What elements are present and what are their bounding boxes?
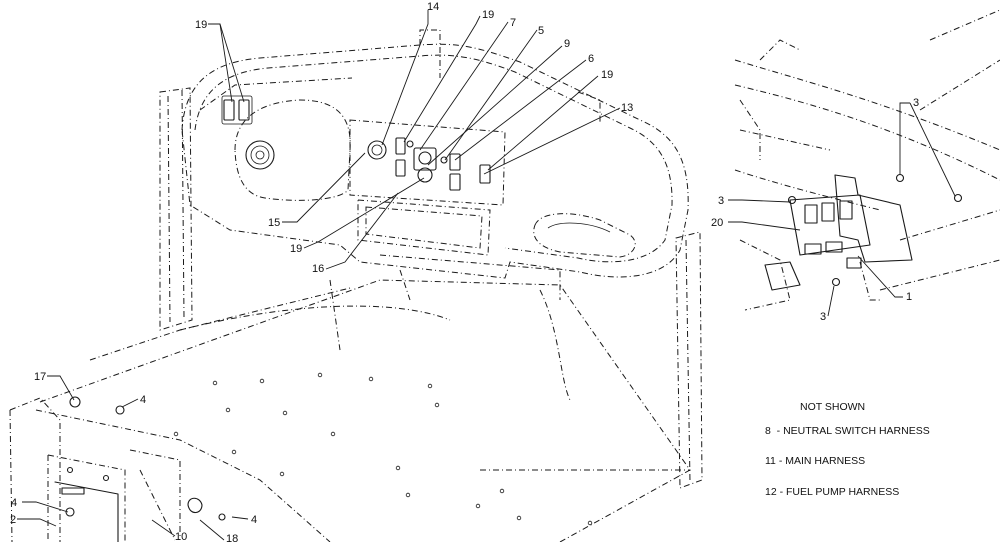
callout-14: 14 [427, 1, 439, 13]
callout-labels: 14 19 7 5 9 6 19 13 19 15 19 16 17 4 4 2… [10, 1, 919, 542]
callout-17: 17 [34, 371, 46, 383]
callout-7: 7 [510, 17, 516, 29]
callout-16: 16 [312, 263, 324, 275]
callout-20: 20 [711, 217, 723, 229]
not-shown-title: NOT SHOWN [800, 401, 865, 413]
callout-19: 19 [195, 19, 207, 31]
not-shown-note: NOT SHOWN 8 - NEUTRAL SWITCH HARNESS 11 … [765, 401, 930, 498]
callout-10: 10 [175, 531, 187, 542]
callout-15: 15 [268, 217, 280, 229]
leader-lines [17, 10, 956, 541]
callout-19: 19 [290, 243, 302, 255]
callout-3: 3 [820, 311, 826, 323]
callout-19: 19 [482, 9, 494, 21]
callout-4: 4 [11, 497, 17, 509]
callout-5: 5 [538, 25, 544, 37]
callout-6: 6 [588, 53, 594, 65]
not-shown-item: 11 - MAIN HARNESS [765, 455, 865, 467]
not-shown-item: 8 - NEUTRAL SWITCH HARNESS [765, 425, 930, 437]
callout-4: 4 [251, 514, 257, 526]
callout-2: 2 [10, 514, 16, 526]
dash-assembly [159, 29, 703, 489]
callout-9: 9 [564, 38, 570, 50]
callout-18: 18 [226, 533, 238, 542]
floor-deck [9, 254, 691, 542]
callout-3: 3 [718, 195, 724, 207]
battery-box [47, 396, 226, 542]
callout-19: 19 [601, 69, 613, 81]
callout-13: 13 [621, 102, 633, 114]
callout-4: 4 [140, 394, 146, 406]
callout-3: 3 [913, 97, 919, 109]
not-shown-item: 12 - FUEL PUMP HARNESS [765, 486, 899, 498]
callout-1: 1 [906, 291, 912, 303]
detail-view [734, 9, 1000, 311]
